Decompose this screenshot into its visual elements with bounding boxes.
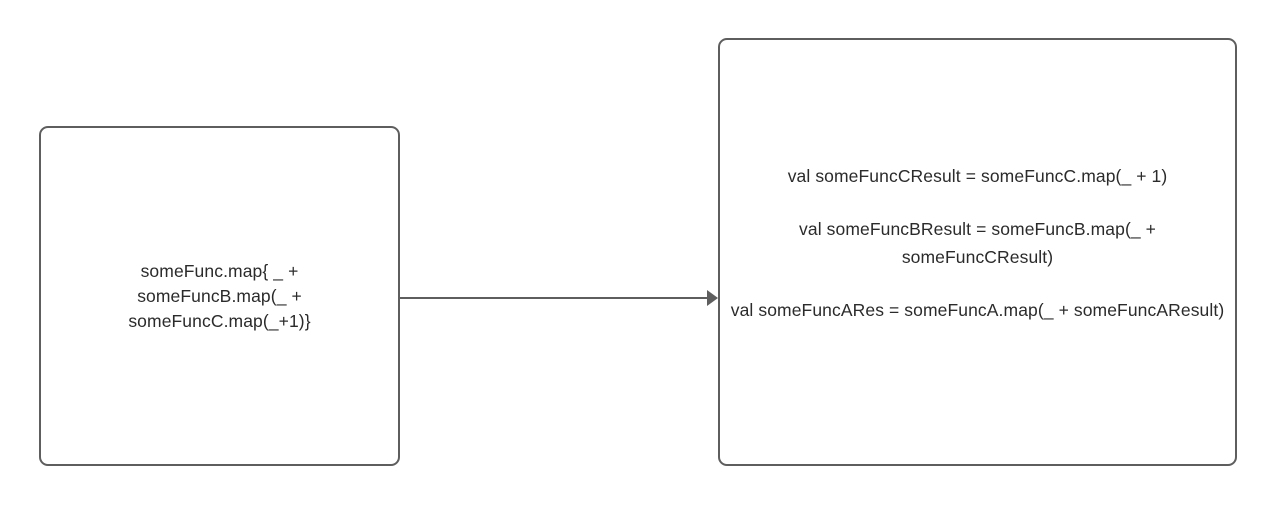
source-expression-label: someFunc.map{ _ + someFuncB.map(_ + some… bbox=[128, 260, 311, 331]
node-target-statements[interactable]: val someFuncCResult = someFuncC.map(_ + … bbox=[718, 38, 1237, 466]
node-source-expression[interactable]: someFunc.map{ _ + someFuncB.map(_ + some… bbox=[39, 126, 400, 466]
arrowhead-icon bbox=[707, 290, 718, 306]
statement-item: val someFuncBResult = someFuncB.map(_ + … bbox=[799, 219, 1156, 267]
statement-list: val someFuncCResult = someFuncC.map(_ + … bbox=[728, 162, 1228, 324]
statement-item: val someFuncARes = someFuncA.map(_ + som… bbox=[730, 300, 1225, 320]
statement-item: val someFuncCResult = someFuncC.map(_ + … bbox=[787, 166, 1168, 186]
edge-source-to-target[interactable] bbox=[400, 290, 718, 306]
